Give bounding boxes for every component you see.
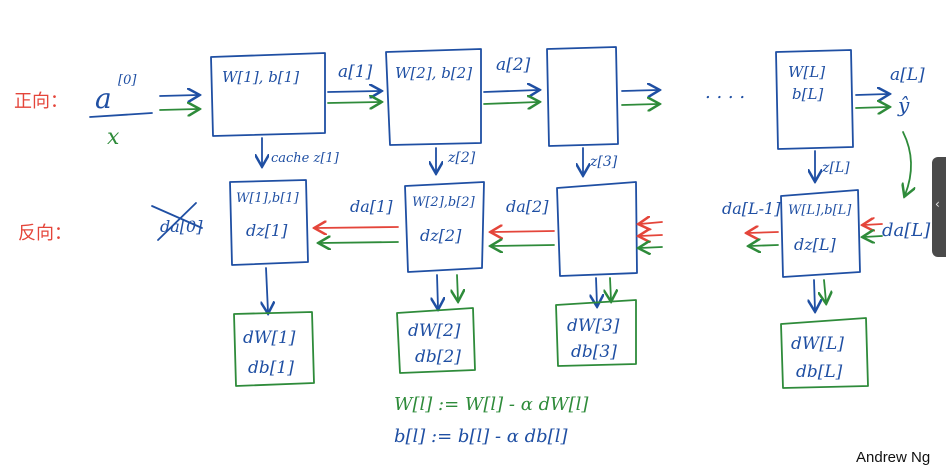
input-arrow-green [159,109,198,110]
forward-arrow-2-green [483,102,538,104]
author-credit: Andrew Ng [856,449,931,466]
grads-box-L-db: db[L] [796,362,843,382]
grad-arrow-2 [437,274,438,308]
forward-block-2 [385,48,482,146]
forward-a2-label: a[2] [496,55,531,75]
grad-arrow-L-green [824,279,826,302]
grads-box-3-dw: dW[3] [567,316,620,336]
forward-arrow-L-green [855,107,888,108]
backward-block-2 [404,181,485,273]
grad-arrow-3-green [610,277,611,300]
input-x: x [107,125,120,150]
backward-da1-label: da[1] [350,197,393,216]
forward-ellipsis: . . . . [705,82,745,103]
forward-block-1-params: W[1], b[1] [222,68,299,86]
backward-block-3 [556,181,638,277]
forward-arrow-L-blue [855,94,888,95]
forward-arrow-1-blue [327,91,380,92]
loss-turnaround-arrow [903,131,911,195]
grads-box-3 [555,299,637,367]
da0-crossout-1 [151,205,203,229]
grads-box-2-dw: dW[2] [408,321,461,341]
backward-daL1-label: da[L-1] [722,199,781,218]
backward-arrow-1-green [320,242,399,243]
backward-block-2-params: W[2],b[2] [412,195,476,210]
grads-box-1-db: db[1] [248,358,294,378]
input-arrow-blue [159,95,198,96]
cache-z1-label: cache z[1] [271,151,340,166]
input-a0-superscript: [0] [118,73,137,88]
forward-arrow-3-green [621,104,658,105]
grads-box-2-db: db[2] [415,347,461,367]
grads-box-L-dw: dW[L] [791,334,844,354]
backward-block-2-dz: dz[2] [420,226,462,245]
backward-daL-label: da[L] [882,220,931,241]
forward-block-L-w: W[L] [788,63,825,81]
backward-block-1-dz: dz[1] [246,221,288,240]
backward-arrow-2-green [492,245,555,246]
forward-yhat-label: ŷ [897,93,910,117]
grads-box-L [780,317,869,389]
backward-arrow-2-red [492,231,555,232]
update-rule-b: b[l] := b[l] - α db[l] [394,426,568,447]
input-underline [89,112,153,118]
cache-zL-label: z[L] [821,160,850,176]
side-panel-toggle[interactable]: ‹ [932,157,946,257]
grads-box-3-db: db[3] [571,342,617,362]
backward-block-L-dz: dz[L] [794,235,837,254]
grad-arrow-3 [596,277,597,305]
input-a0: a [95,82,112,115]
backward-arrow-3-green [640,247,663,248]
update-rule-w: W[l] := W[l] - α dW[l] [394,394,589,415]
cache-z2-label: z[2] [447,150,476,166]
backward-arrow-3-red [640,222,663,224]
cache-z3-label: z[3] [589,154,618,170]
grad-arrow-1 [266,267,268,312]
da0-crossout-2 [157,202,197,241]
backward-arrow-L-in-red [864,224,883,225]
forward-block-L [775,49,854,150]
backward-arrow-L-out-green [750,245,779,246]
backward-block-1-params: W[1],b[1] [236,191,300,206]
chevron-left-icon: ‹ [935,197,940,211]
backward-arrow-L-out-red [748,232,779,233]
forward-arrow-2-blue [483,90,538,92]
grad-arrow-2-green [457,274,458,300]
backward-arrow-1-red [316,227,399,228]
forward-block-2-params: W[2], b[2] [395,64,472,82]
backward-block-L-params: W[L],b[L] [788,203,852,218]
backward-arrow-L-in-green [864,236,883,237]
backward-da2-label: da[2] [506,197,549,216]
grads-box-2 [396,307,476,374]
backward-block-1 [229,179,309,266]
forward-label: 正向： [14,91,68,112]
grads-box-1 [233,311,315,387]
forward-block-1 [210,52,326,137]
backward-da0-label: da[0] [160,217,203,236]
grad-arrow-L [814,279,815,310]
forward-aL-label: a[L] [890,65,925,85]
backward-label: 反向： [18,223,72,244]
backward-block-L [780,189,861,278]
forward-a1-label: a[1] [338,62,373,82]
backward-arrow-3-red-2 [640,235,663,236]
forward-block-L-b: b[L] [792,85,823,103]
forward-arrow-1-green [327,102,380,103]
forward-arrow-3-blue [621,90,658,91]
grads-box-1-dw: dW[1] [243,328,296,348]
forward-block-3 [546,46,619,147]
